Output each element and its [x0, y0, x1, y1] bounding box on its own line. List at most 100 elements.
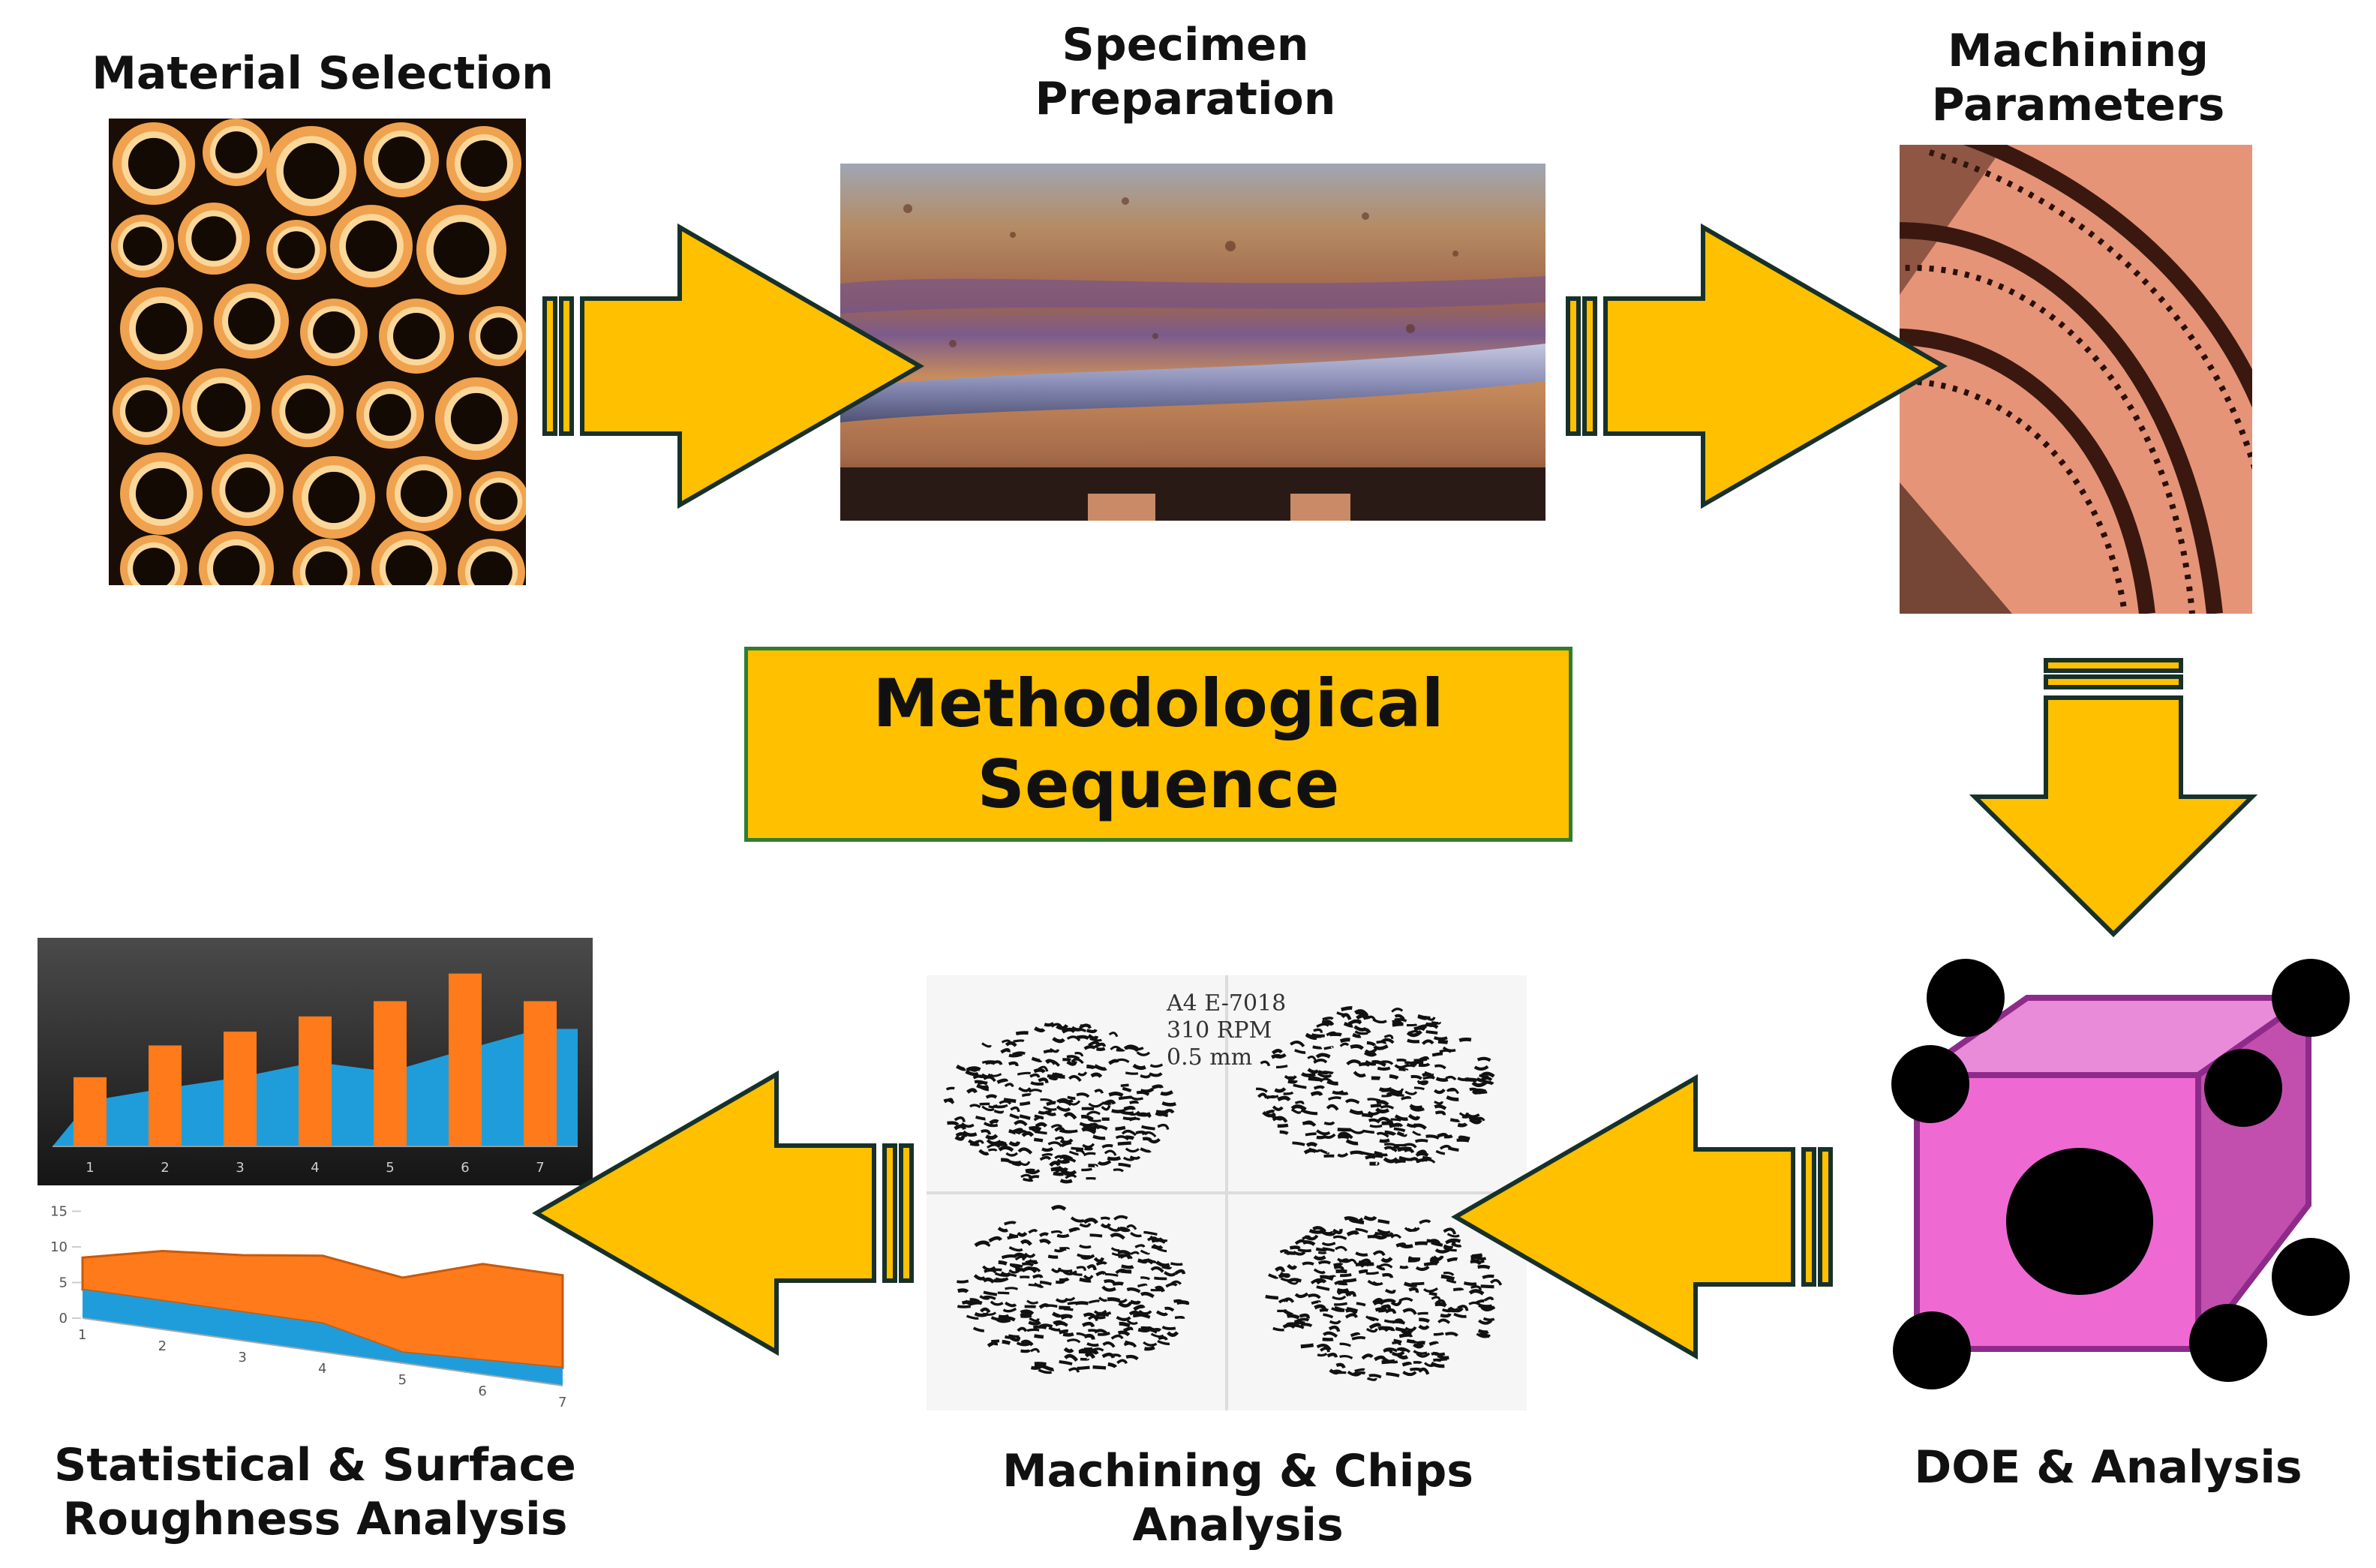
tube-ring: [469, 471, 526, 531]
arrow-stripe: [1582, 296, 1597, 436]
arrow-stripe: [2044, 658, 2183, 673]
bar: [449, 973, 482, 1146]
chips-annotation-speed: 310 RPM: [1167, 1017, 1272, 1044]
x-tick-label: 4: [311, 1160, 319, 1176]
x-tick-label: 1: [86, 1160, 94, 1176]
tube-ring: [214, 284, 289, 359]
design-point-dot: [1891, 1045, 1969, 1123]
tube-ring: [300, 299, 368, 366]
tube-ring: [120, 452, 203, 535]
x-tick-label: 2: [161, 1160, 169, 1176]
bar: [299, 1016, 332, 1146]
x-tick-label: 1: [78, 1327, 86, 1343]
material-selection-label: Material Selection: [75, 47, 570, 101]
tube-ring: [120, 287, 203, 370]
x-tick-label: 5: [398, 1372, 407, 1388]
x-tick-label: 5: [386, 1160, 394, 1176]
arrow-parameters-to-doe: [1969, 658, 2258, 938]
tube-ring: [435, 377, 518, 460]
arrow-specimen-to-parameters: [1566, 223, 1948, 509]
tube-ring: [178, 203, 250, 275]
specimen-preparation-image: [840, 164, 1545, 521]
tube-ring: [446, 126, 521, 201]
bar: [149, 1045, 182, 1146]
arrow-stripe: [899, 1143, 914, 1283]
tube-ring: [113, 122, 195, 205]
x-axis: [82, 1317, 563, 1386]
arrow-stripe: [542, 296, 557, 436]
machining-chips-line2: Analysis: [1132, 1499, 1344, 1551]
tube-ring: [111, 215, 174, 278]
x-tick-label: 2: [158, 1338, 167, 1354]
tube-ring: [272, 375, 344, 447]
methodological-sequence-title: Methodological Sequence: [744, 647, 1572, 842]
doe-analysis-text: DOE & Analysis: [1914, 1441, 2302, 1494]
statistical-analysis-line2: Roughness Analysis: [62, 1493, 568, 1545]
design-point-dot: [2189, 1304, 2267, 1382]
y-tick-label: 5: [59, 1275, 68, 1291]
material-selection-image: [109, 119, 526, 585]
tube-ring: [293, 539, 360, 585]
weld-bead-illustration: [840, 164, 1545, 521]
y-tick-label: 15: [50, 1204, 68, 1220]
chips-analysis-image: A4 E-7018 310 RPM 0.5 mm: [927, 975, 1527, 1410]
chips-annotation-depth: 0.5 mm: [1167, 1044, 1253, 1071]
chips-illustration: [927, 975, 1527, 1410]
machining-parameters-line2: Parameters: [1931, 79, 2225, 131]
tube-ring: [120, 535, 188, 585]
tube-ring: [379, 299, 454, 374]
statistical-analysis-label: Statistical & Surface Roughness Analysis: [30, 1438, 600, 1546]
tube-ring: [113, 377, 180, 445]
arrow-body: [1603, 223, 1948, 509]
material-selection-text: Material Selection: [92, 47, 554, 100]
bar: [524, 1001, 557, 1146]
title-line2: Sequence: [977, 746, 1340, 823]
arrow-stripe: [2044, 674, 2183, 689]
tube-ring: [364, 122, 439, 197]
x-tick-label: 3: [238, 1350, 246, 1365]
machining-parameters-label: Machining Parameters: [1831, 24, 2326, 132]
tube-ring: [458, 539, 525, 585]
tube-ring: [266, 126, 356, 216]
tube-ring: [203, 119, 270, 186]
tube-ring: [182, 368, 260, 446]
tube-ring: [199, 531, 274, 585]
chip-cluster: [956, 1205, 1190, 1374]
specimen-preparation-line1: Specimen: [1062, 19, 1309, 71]
arrow-stripe: [1818, 1147, 1833, 1287]
tube-ring: [416, 205, 506, 295]
y-tick-label: 10: [50, 1239, 68, 1255]
doe-analysis-label: DOE & Analysis: [1846, 1440, 2371, 1494]
chips-annotation: A4 E-7018 310 RPM 0.5 mm: [1167, 990, 1286, 1071]
x-tick-label: 7: [536, 1160, 544, 1176]
x-tick-label: 3: [236, 1160, 244, 1176]
design-point-dot: [2272, 959, 2350, 1037]
chip-cluster: [943, 1022, 1177, 1184]
machining-chips-label: Machining & Chips Analysis: [975, 1444, 1500, 1552]
tube-ring: [371, 531, 446, 585]
doe-cube-illustration: [1891, 959, 2350, 1389]
tube-ring: [356, 381, 424, 449]
x-tick-label: 7: [558, 1395, 566, 1410]
x-tick-label: 6: [478, 1383, 486, 1399]
design-point-dot: [2204, 1049, 2282, 1127]
tube-ring: [293, 456, 375, 539]
machining-parameters-image: [1900, 145, 2252, 614]
title-line1: Methodological: [873, 665, 1444, 742]
tube-ring: [469, 306, 526, 366]
design-point-dot: [1927, 959, 2005, 1037]
specimen-preparation-label: Specimen Preparation: [938, 18, 1433, 126]
area-series-blue: [83, 1290, 563, 1386]
arrow-stripe: [882, 1143, 897, 1283]
statistical-analysis-line1: Statistical & Surface: [54, 1439, 576, 1491]
machining-chips-line1: Machining & Chips: [1002, 1445, 1474, 1497]
arrow-chips-to-stats: [532, 1070, 914, 1356]
arrow-stripe: [559, 296, 574, 436]
chip-cluster: [1265, 1215, 1503, 1381]
tubes-illustration: [111, 119, 526, 585]
x-tick-label: 4: [318, 1361, 326, 1377]
arrow-stripe: [1566, 296, 1581, 436]
